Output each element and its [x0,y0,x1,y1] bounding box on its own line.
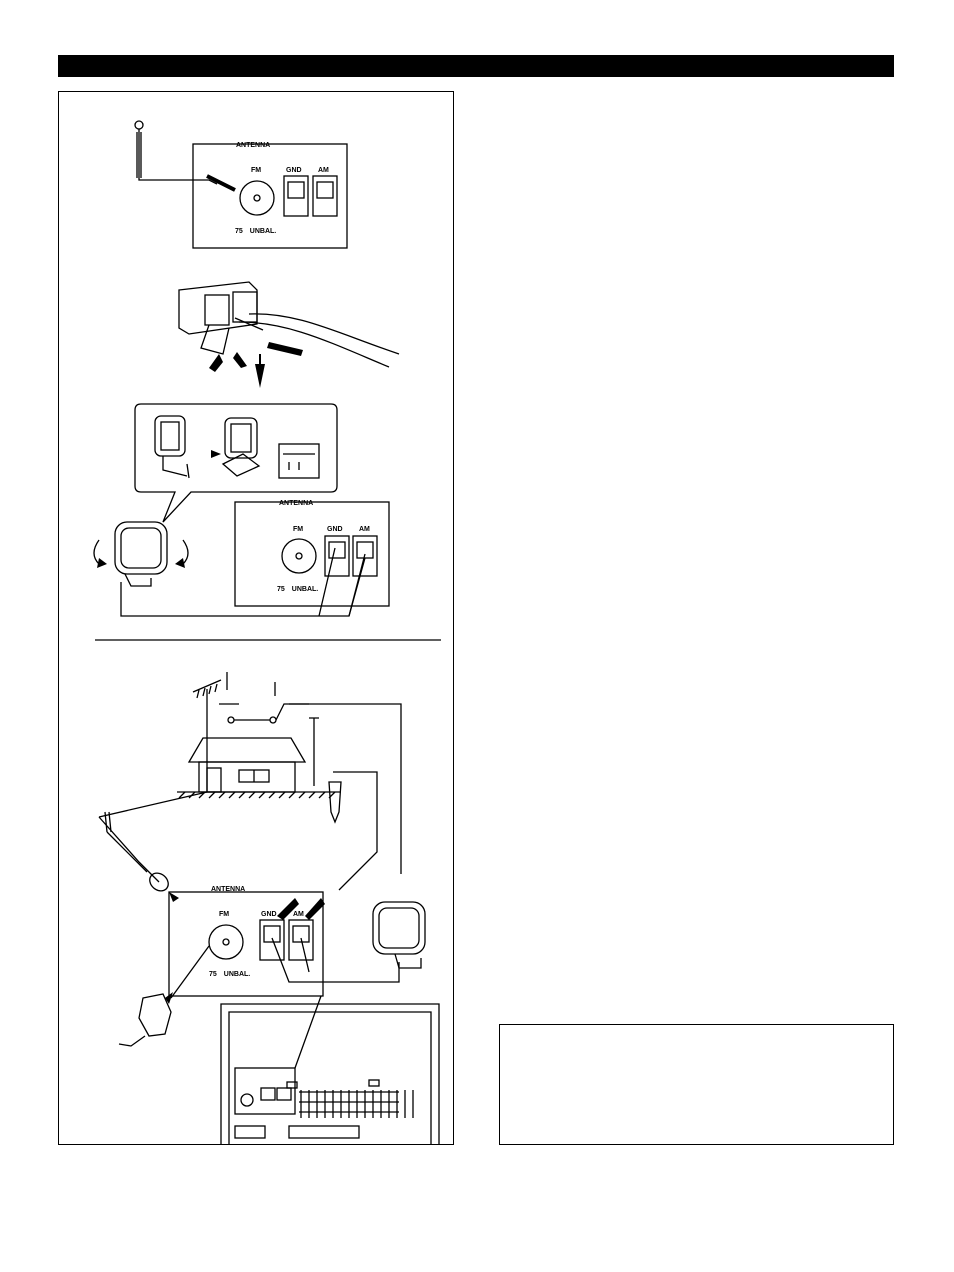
fm-coax-cable [104,811,179,902]
am-loop-antenna [93,521,189,587]
direction-arrows [209,342,303,388]
am-label-1: AM [318,167,329,174]
antenna-figure-panel: ANTENNA FM GND AM 75 UNBAL. ANTENNA FM G… [58,91,454,1145]
header-bar [58,55,894,77]
antenna-label-2: ANTENNA [279,500,313,507]
gnd-label-3: GND [261,911,277,918]
fm-label-3: FM [219,911,229,918]
gnd-label-2: GND [327,526,343,533]
antenna-terminal-panel-1 [192,143,348,249]
am-label-3: AM [293,911,304,918]
impedance-label-1: 75 UNBAL. [235,228,276,235]
outdoor-fm-antenna [98,672,309,883]
terminal-block-closeup [178,281,400,368]
tv-fm-adapter [118,945,210,1047]
impedance-label-3: 75 UNBAL. [209,971,250,978]
note-box [499,1024,894,1145]
antenna-label-3: ANTENNA [211,886,245,893]
antenna-terminal-panel-3 [168,891,400,997]
impedance-label-2: 75 UNBAL. [277,586,318,593]
ground-rod [328,771,378,891]
rear-panel [220,995,440,1144]
ground [177,791,341,799]
am-label-2: AM [359,526,370,533]
fm-wire-antenna [134,120,236,192]
outdoor-am-wire [227,703,402,874]
loop-assembly-callout [134,403,338,523]
antenna-label-1: ANTENNA [236,142,270,149]
fm-label-2: FM [293,526,303,533]
fm-label-1: FM [251,167,261,174]
antenna-terminal-panel-2 [120,501,390,617]
antenna-connection-illustration: ANTENNA FM GND AM 75 UNBAL. ANTENNA FM G… [93,120,441,1144]
am-loop-antenna-outdoor [372,901,426,969]
gnd-label-1: GND [286,167,302,174]
